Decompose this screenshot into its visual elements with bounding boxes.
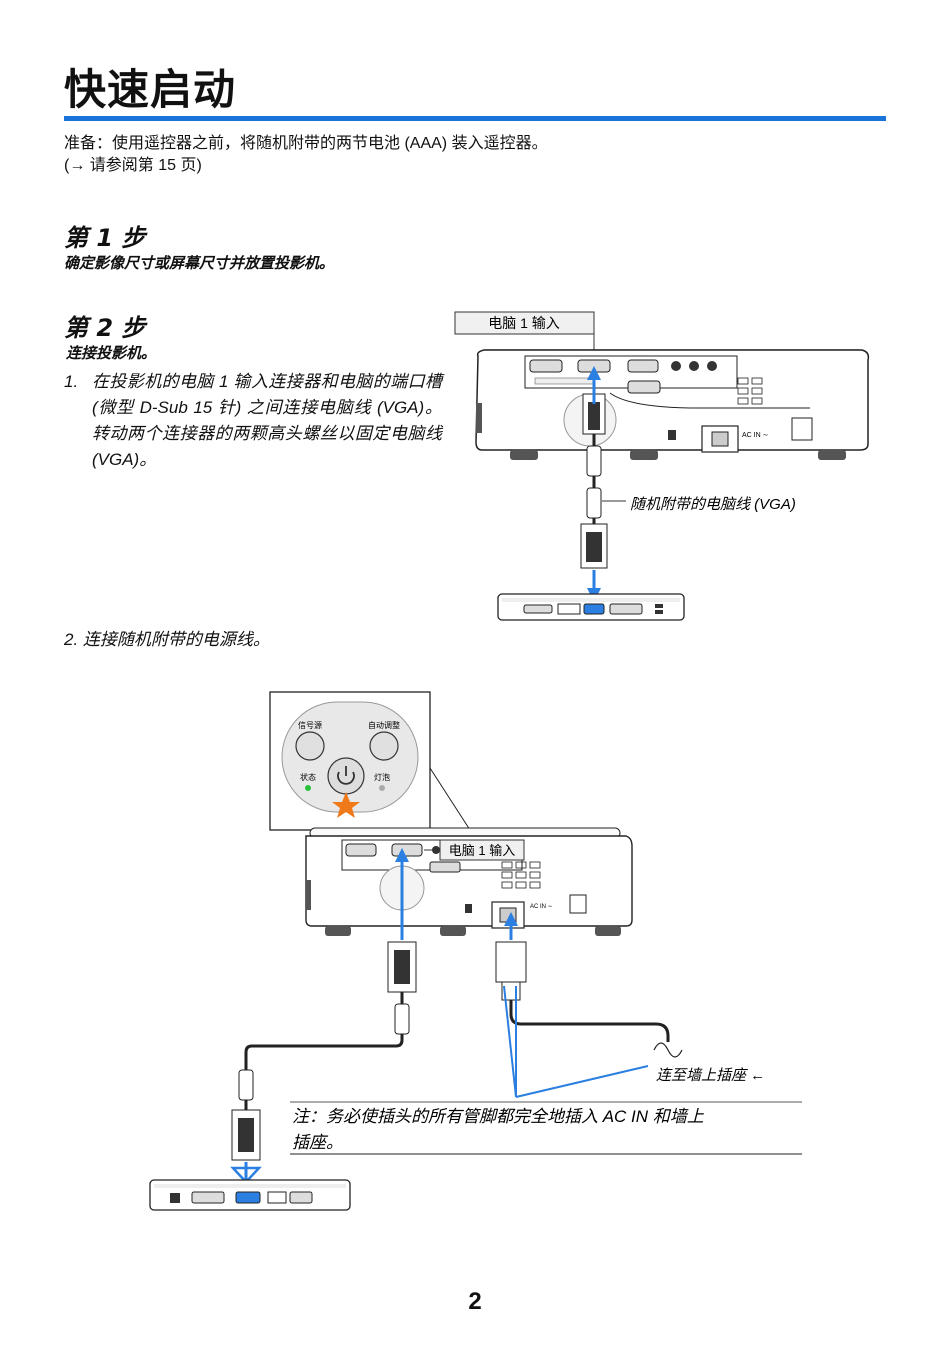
lamp-label: 灯泡 (374, 772, 390, 782)
projector-rear: AC IN ∼ (475, 349, 870, 460)
laptop-side (149, 1179, 351, 1211)
source-button (295, 731, 325, 761)
prep-line-2: (→ 请参阅第 15 页) (64, 157, 202, 174)
auto-adjust-button (369, 731, 399, 761)
page-number: 2 (468, 1288, 482, 1315)
source-label: 信号源 (298, 720, 322, 730)
vga-cable (231, 941, 417, 1161)
ac-in-label: AC IN ∼ (530, 904, 553, 910)
note-line-1: 注：务必使插头的所有管脚都完全地插入 AC IN 和墙上 (292, 1107, 705, 1126)
step2-heading: 第 2 步 (64, 314, 146, 342)
vga-cable-label: 随机附带的电脑线 (VGA) (630, 496, 796, 513)
ac-in-label: AC IN ∼ (742, 432, 769, 439)
auto-adjust-label: 自动调整 (368, 720, 400, 730)
power-star-icon (332, 792, 360, 818)
projector-rear: AC IN ∼ (305, 827, 633, 936)
status-label: 状态 (300, 772, 316, 782)
title-underline (64, 116, 886, 121)
step2-item-1: 1. 在投影机的电脑 1 输入连接器和电脑的端口槽 (微型 D-Sub 15 针… (64, 369, 444, 479)
input-label: 电脑 1 输入 (449, 843, 515, 858)
page-title: 快速启动 (64, 65, 237, 114)
note-line-2: 插座。 (292, 1133, 343, 1152)
lamp-led-icon (379, 785, 385, 791)
vga-connection-figure: 电脑 1 输入 AC IN ∼ (454, 311, 870, 621)
step1-heading: 第 1 步 (64, 224, 146, 252)
power-cord (495, 941, 683, 1058)
control-panel-inset: 信号源 自动调整 状态 灯泡 (269, 691, 471, 831)
wall-outlet-label: 连至墙上插座 ← (656, 1067, 765, 1084)
item-1-number: 1. (64, 372, 79, 391)
preparation-note: 准备：使用遥控器之前，将随机附带的两节电池 (AAA) 装入遥控器。 (→ 请参… (64, 133, 548, 177)
vga-cable (580, 393, 608, 569)
power-icon (337, 766, 355, 785)
laptop-side (497, 593, 685, 621)
input-label: 电脑 1 输入 (488, 315, 560, 331)
item-1-text: 在投影机的电脑 1 输入连接器和电脑的端口槽 (微型 D-Sub 15 针) 之… (92, 372, 442, 469)
step2-subheading: 连接投影机。 (66, 344, 157, 362)
power-connection-figure: 信号源 自动调整 状态 灯泡 AC IN ∼ (149, 691, 802, 1211)
prep-line-1: 准备：使用遥控器之前，将随机附带的两节电池 (AAA) 装入遥控器。 (64, 135, 548, 152)
step1-subheading: 确定影像尺寸或屏幕尺寸并放置投影机。 (64, 254, 335, 272)
step2-item-2: 2. 连接随机附带的电源线。 (64, 630, 270, 649)
status-led-icon (305, 785, 311, 791)
